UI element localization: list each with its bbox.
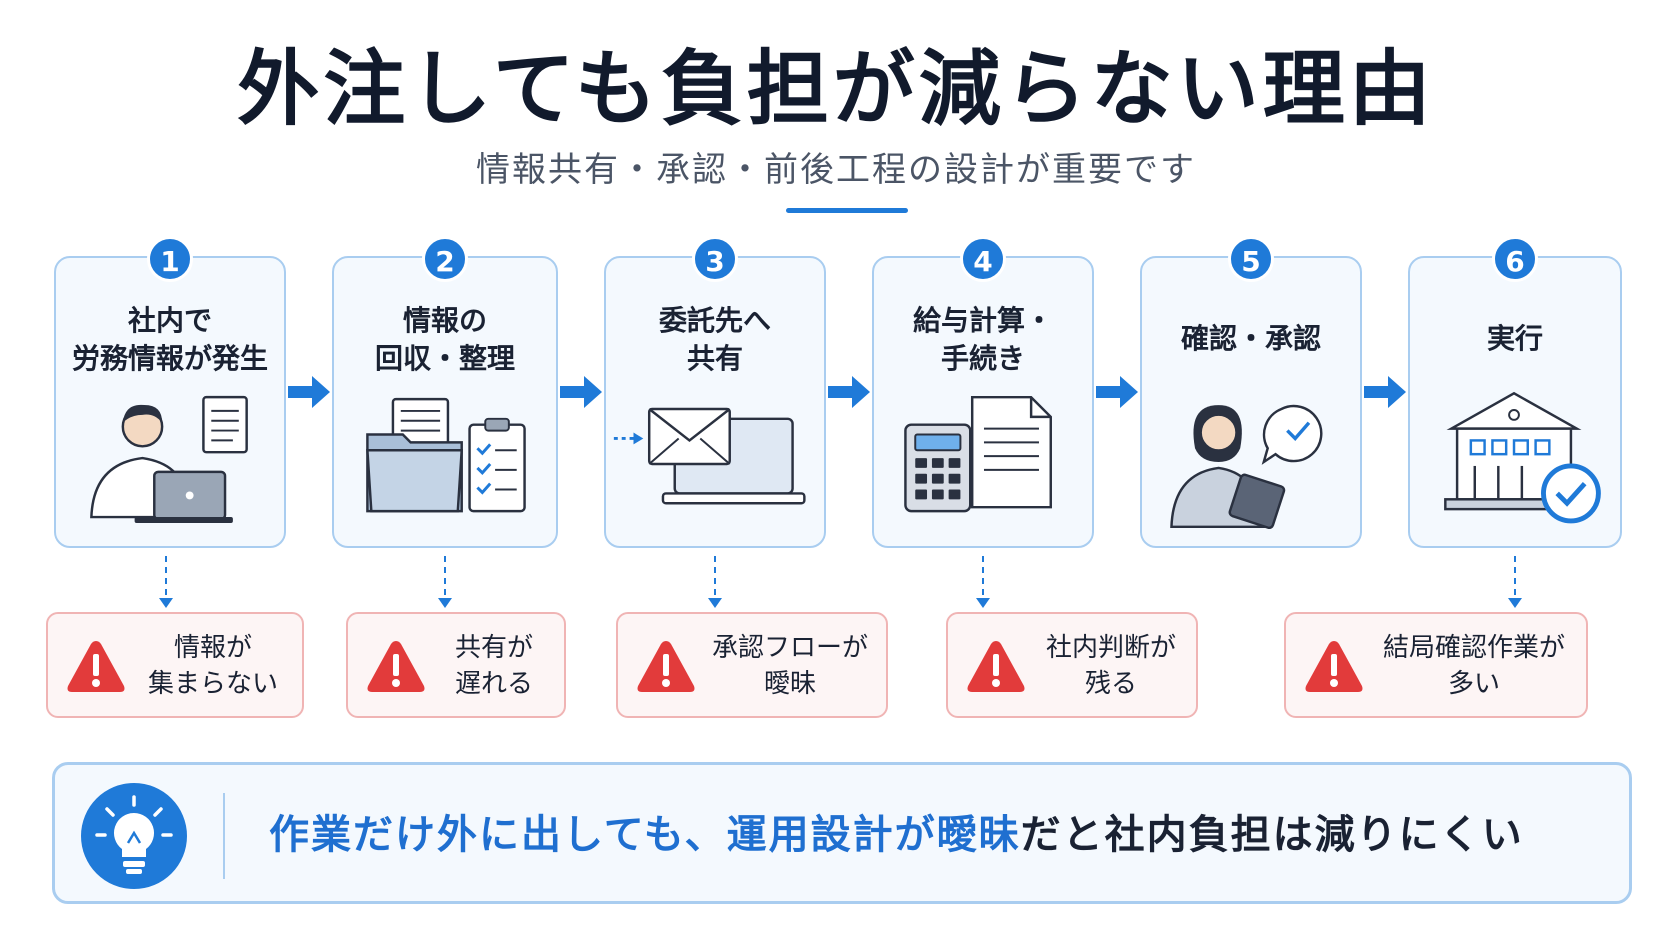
warning-text-4: 社内判断が 残る bbox=[1045, 633, 1176, 699]
step-card-4: 4 給与計算・ 手続き bbox=[872, 236, 1094, 548]
summary-divider bbox=[223, 793, 225, 879]
warning-text-5: 結局確認作業が 多い bbox=[1382, 633, 1565, 699]
dashed-connector bbox=[165, 556, 167, 606]
dashed-connector bbox=[1514, 556, 1516, 606]
warning-box-5: 結局確認作業が 多い bbox=[1284, 612, 1588, 718]
step-label-4: 給与計算・ 手続き bbox=[912, 304, 1053, 375]
person-laptop-document-icon bbox=[90, 395, 248, 523]
warning-icon bbox=[637, 641, 695, 692]
page-title: 外注しても負担が減らない理由 bbox=[237, 42, 1435, 137]
step-card-6: 6 実行 bbox=[1408, 236, 1622, 548]
arrow-right-icon bbox=[1364, 376, 1406, 408]
lightbulb-icon bbox=[81, 783, 187, 889]
arrow-down-icon bbox=[976, 598, 990, 608]
step-label-6: 実行 bbox=[1486, 322, 1543, 355]
summary-text: 作業だけ外に出しても、運用設計が曖昧だと社内負担は減りにくい bbox=[269, 807, 1524, 863]
warning-text-1: 情報が 集まらない bbox=[147, 633, 278, 699]
arrow-right-icon bbox=[828, 376, 870, 408]
arrow-right-icon bbox=[560, 376, 602, 408]
arrow-down-icon bbox=[1508, 598, 1522, 608]
step-card-3: 3 委託先へ 共有 bbox=[604, 236, 826, 548]
arrow-down-icon bbox=[159, 598, 173, 608]
step-label-2: 情報の 回収・整理 bbox=[374, 304, 515, 375]
bank-check-icon bbox=[1444, 391, 1601, 524]
warning-box-4: 社内判断が 残る bbox=[946, 612, 1198, 718]
arrow-down-icon bbox=[438, 598, 452, 608]
summary-highlight: 作業だけ外に出しても、運用設計が曖昧 bbox=[269, 812, 1021, 858]
warning-icon bbox=[367, 641, 425, 692]
arrow-down-icon bbox=[708, 598, 722, 608]
step-label-3: 委託先へ 共有 bbox=[658, 304, 771, 375]
dashed-connector bbox=[714, 556, 716, 606]
dashed-connector bbox=[982, 556, 984, 606]
warning-box-3: 承認フローが 曖昧 bbox=[616, 612, 888, 718]
step-number-6: 6 bbox=[1492, 236, 1538, 282]
envelope-laptop-icon bbox=[613, 407, 806, 505]
step-label-5: 確認・承認 bbox=[1180, 322, 1321, 355]
warning-text-2: 共有が 遅れる bbox=[454, 633, 533, 699]
warning-box-2: 共有が 遅れる bbox=[346, 612, 566, 718]
calculator-document-icon bbox=[904, 395, 1052, 513]
step-number-4: 4 bbox=[960, 236, 1006, 282]
step-card-2: 2 情報の 回収・整理 bbox=[332, 236, 558, 548]
step-number-1: 1 bbox=[147, 236, 193, 282]
page-subtitle: 情報共有・承認・前後工程の設計が重要です bbox=[476, 150, 1196, 190]
step-number-2: 2 bbox=[422, 236, 468, 282]
title-underline bbox=[786, 208, 908, 213]
warning-box-1: 情報が 集まらない bbox=[46, 612, 304, 718]
warning-icon bbox=[1305, 641, 1363, 692]
step-number-3: 3 bbox=[692, 236, 738, 282]
warning-icon bbox=[967, 641, 1025, 692]
warning-icon bbox=[67, 641, 125, 692]
step-card-5: 5 確認・承認 bbox=[1140, 236, 1362, 548]
folder-checklist-icon bbox=[366, 397, 526, 513]
arrow-right-icon bbox=[288, 376, 330, 408]
step-number-5: 5 bbox=[1228, 236, 1274, 282]
warning-text-3: 承認フローが 曖昧 bbox=[711, 633, 868, 699]
arrow-right-icon bbox=[1096, 376, 1138, 408]
summary-box: 作業だけ外に出しても、運用設計が曖昧だと社内負担は減りにくい bbox=[52, 762, 1632, 904]
dashed-connector bbox=[444, 556, 446, 606]
step-card-1: 1 社内で 労務情報が発生 bbox=[54, 236, 286, 548]
summary-rest: だと社内負担は減りにくい bbox=[1020, 812, 1524, 858]
step-label-1: 社内で 労務情報が発生 bbox=[71, 304, 268, 375]
person-tablet-check-bubble-icon bbox=[1170, 404, 1323, 530]
